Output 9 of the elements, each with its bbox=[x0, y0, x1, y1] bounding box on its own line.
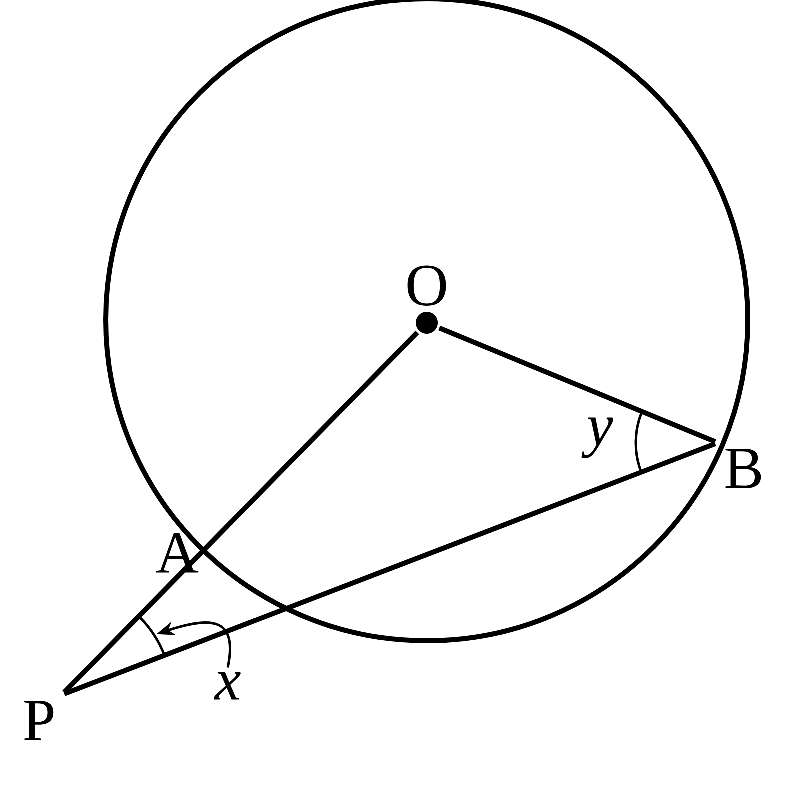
line-segment bbox=[438, 326, 716, 444]
line-segment bbox=[62, 330, 420, 694]
line-segment bbox=[64, 442, 716, 696]
angle-arc bbox=[138, 616, 166, 656]
angle-label: x bbox=[214, 672, 241, 700]
point-label: P bbox=[24, 701, 54, 740]
point-label: O bbox=[408, 266, 446, 334]
angle-label: y bbox=[582, 418, 614, 458]
point-label: B bbox=[726, 449, 762, 488]
